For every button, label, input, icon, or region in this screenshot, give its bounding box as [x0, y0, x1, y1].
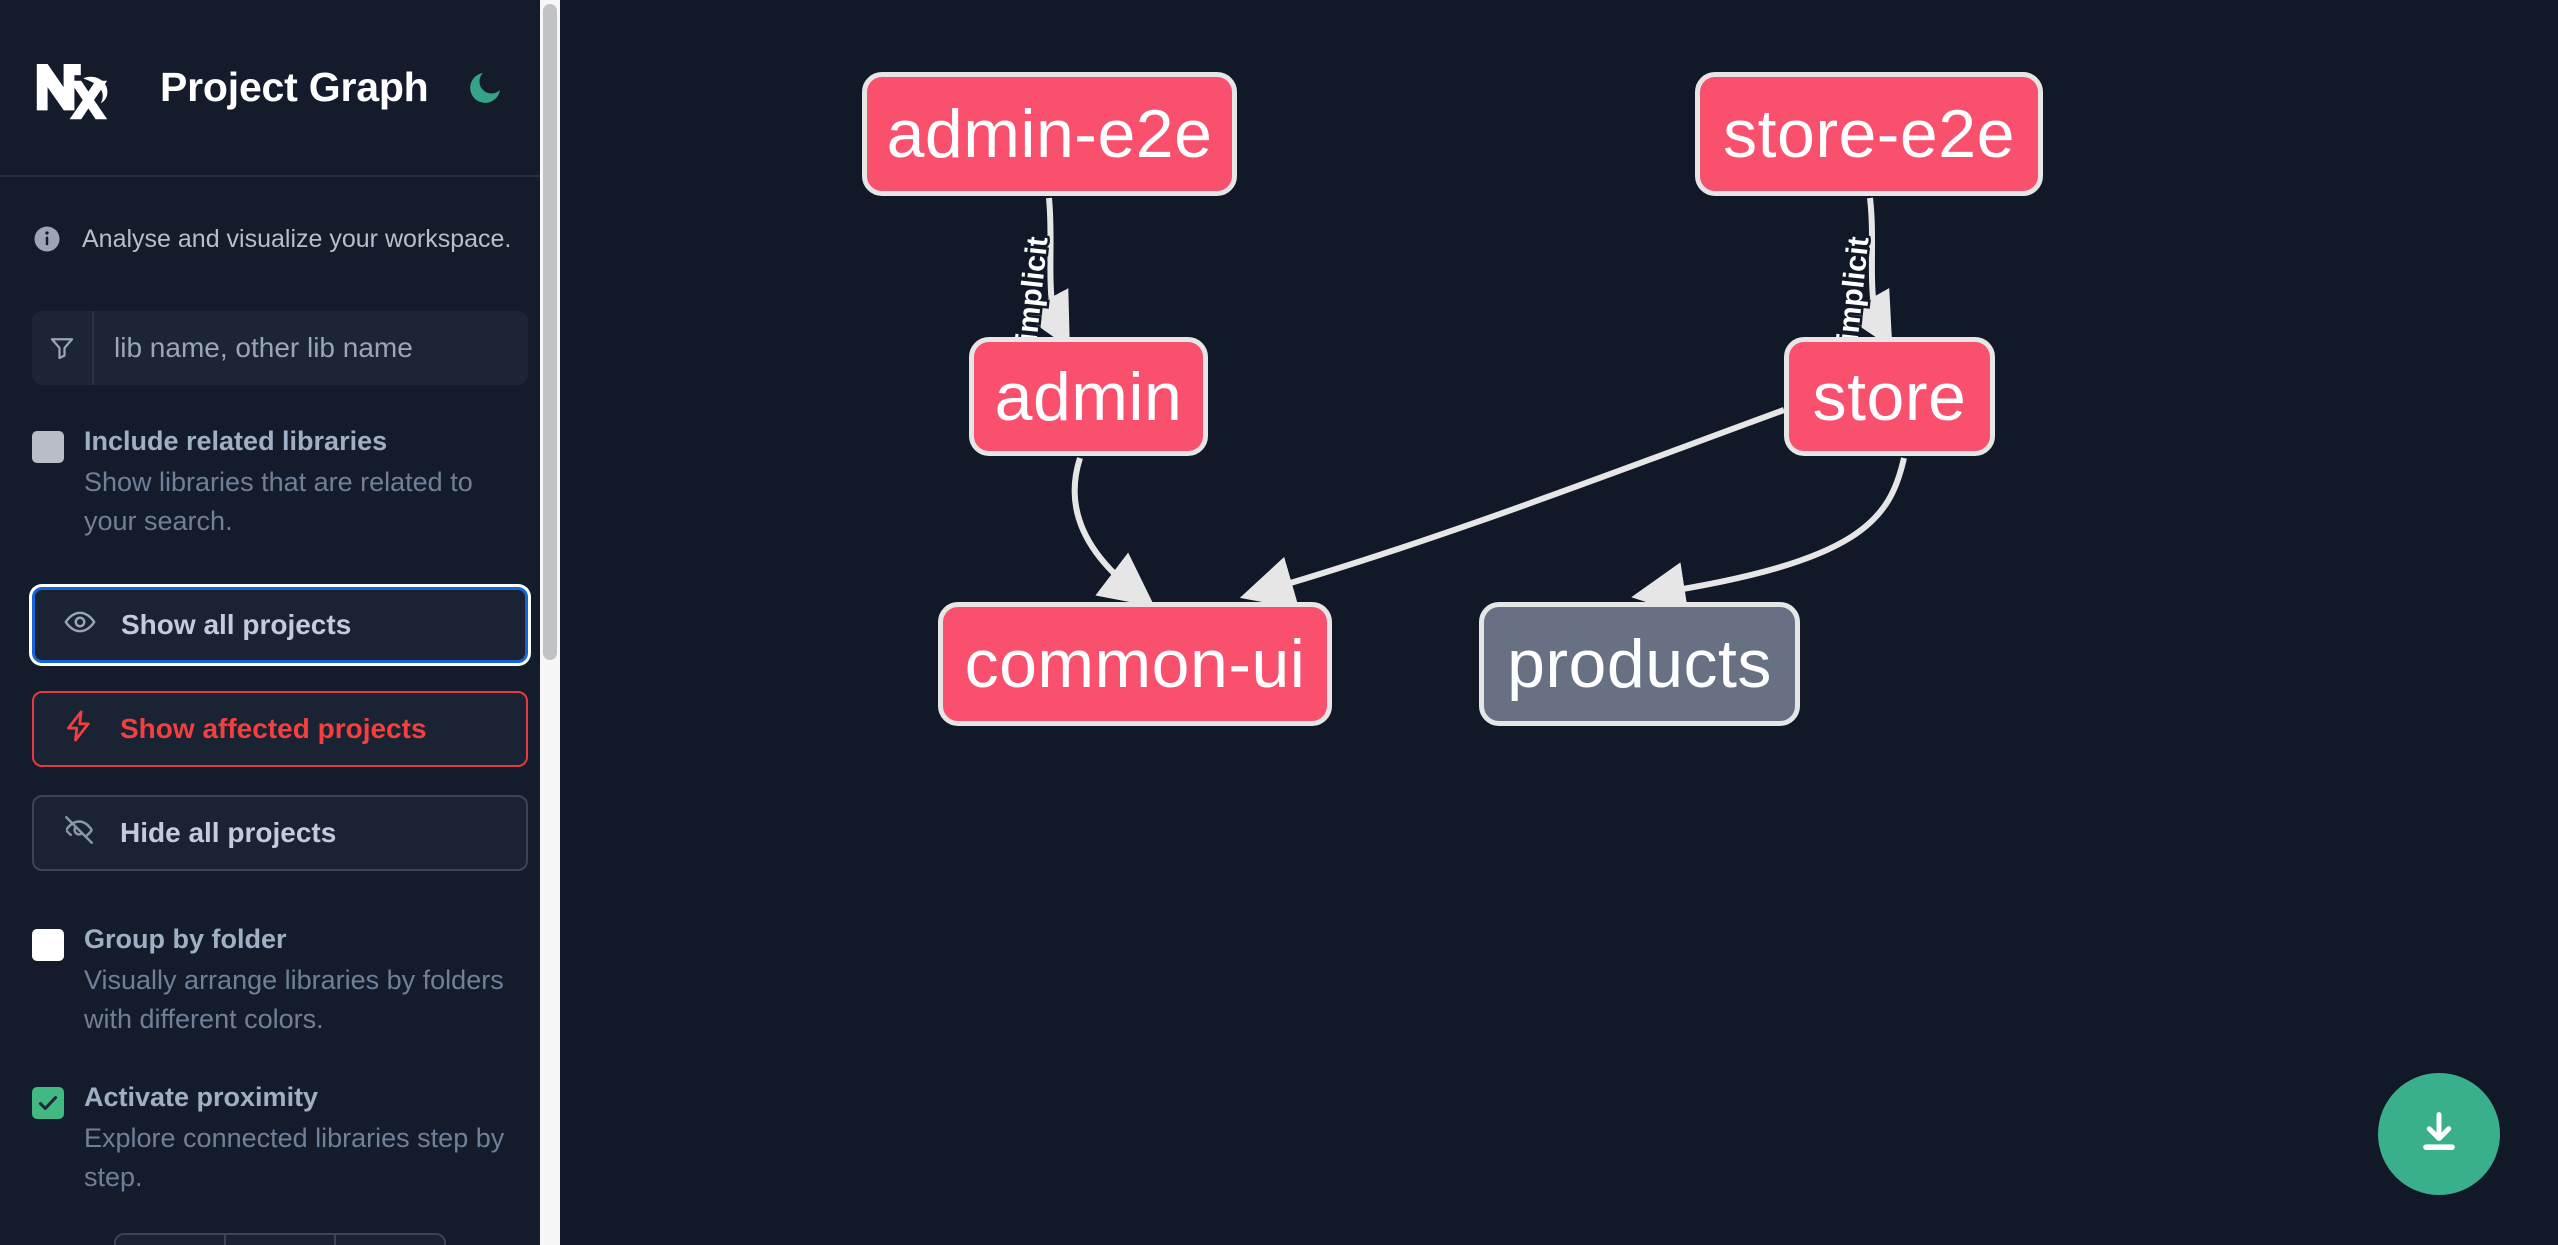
- checkbox-activate-proximity-desc: Explore connected libraries step by step…: [84, 1122, 505, 1192]
- show-all-projects-label: Show all projects: [121, 609, 352, 641]
- workspace-hint: Analyse and visualize your workspace.: [32, 219, 528, 259]
- info-icon: [32, 224, 62, 254]
- workspace-hint-text: Analyse and visualize your workspace.: [82, 224, 512, 253]
- nx-logo-icon: [32, 53, 128, 123]
- download-icon: [2413, 1106, 2465, 1163]
- graph-node-store-e2e[interactable]: store-e2e: [1695, 72, 2043, 196]
- show-affected-projects-button[interactable]: Show affected projects: [32, 691, 528, 768]
- checkbox-include-related-libraries-desc: Show libraries that are related to your …: [84, 466, 473, 536]
- moon-icon[interactable]: [461, 64, 509, 112]
- edge-store-e2e-store: [1842, 197, 1893, 349]
- funnel-icon: [32, 311, 94, 385]
- sidebar-body: Analyse and visualize your workspace. In…: [0, 219, 560, 1197]
- graph-node-admin[interactable]: admin: [969, 337, 1208, 456]
- graph-canvas[interactable]: implicit implicit admin-e2e store-e2e ad…: [560, 0, 2558, 1245]
- graph-node-store[interactable]: store: [1784, 337, 1995, 456]
- edge-admin-common-ui: [1071, 457, 1155, 607]
- hide-all-projects-button[interactable]: Hide all projects: [32, 795, 528, 872]
- checkbox-group-by-folder-desc: Visually arrange libraries by folders wi…: [84, 964, 504, 1034]
- proximity-step-decrease[interactable]: [116, 1235, 226, 1245]
- page-title: Project Graph: [160, 64, 429, 110]
- eye-off-icon: [62, 813, 96, 854]
- graph-node-products-label: products: [1507, 626, 1772, 702]
- proximity-step-value[interactable]: [226, 1235, 336, 1245]
- graph-node-common-ui-label: common-ui: [964, 626, 1306, 702]
- eye-icon: [63, 605, 97, 646]
- proximity-step-control[interactable]: [114, 1233, 446, 1245]
- sidebar-scrollbar-thumb[interactable]: [543, 4, 557, 660]
- edge-admin-e2e-admin: [1020, 197, 1070, 349]
- edge-label-implicit-admin: implicit: [1011, 235, 1055, 343]
- graph-node-store-label: store: [1812, 358, 1967, 435]
- proximity-step-increase[interactable]: [336, 1235, 444, 1245]
- checkbox-activate-proximity-label: Activate proximity: [84, 1082, 319, 1113]
- checkbox-include-related-libraries-box[interactable]: [32, 431, 64, 463]
- graph-node-admin-e2e[interactable]: admin-e2e: [862, 72, 1237, 196]
- graph-node-store-e2e-label: store-e2e: [1723, 96, 2015, 172]
- checkbox-group-by-folder[interactable]: Group by folder Visually arrange librari…: [32, 923, 528, 1039]
- checkbox-group-by-folder-box[interactable]: [32, 929, 64, 962]
- visibility-button-group: Show all projects Show affected projects: [32, 587, 528, 872]
- checkbox-include-related-libraries-label: Include related libraries: [84, 426, 388, 456]
- checkbox-activate-proximity-box[interactable]: [32, 1087, 64, 1120]
- sidebar-header: Project Graph: [0, 0, 560, 177]
- show-affected-projects-label: Show affected projects: [120, 713, 427, 745]
- graph-node-products[interactable]: products: [1479, 602, 1800, 726]
- edge-store-common-ui: [1239, 407, 1786, 609]
- lightning-bolt-icon: [62, 709, 96, 750]
- hide-all-projects-label: Hide all projects: [120, 817, 337, 849]
- checkbox-activate-proximity[interactable]: Activate proximity Explore connected lib…: [32, 1081, 528, 1197]
- graph-node-admin-label: admin: [994, 358, 1183, 435]
- checkbox-group-by-folder-label: Group by folder: [84, 924, 287, 955]
- show-all-projects-button[interactable]: Show all projects: [32, 587, 528, 664]
- sidebar-scrollbar[interactable]: [540, 0, 560, 1245]
- search-input[interactable]: [94, 311, 528, 385]
- edge-label-implicit-store: implicit: [1832, 235, 1876, 343]
- checkbox-include-related-libraries[interactable]: Include related libraries Show libraries…: [32, 425, 528, 541]
- graph-node-admin-e2e-label: admin-e2e: [886, 96, 1213, 172]
- graph-node-common-ui[interactable]: common-ui: [938, 602, 1332, 726]
- edge-store-products: [1631, 457, 1907, 616]
- sidebar: Project Graph Analyse and visualize your…: [0, 0, 560, 1245]
- filter-box: [32, 311, 528, 385]
- download-graph-button[interactable]: [2378, 1073, 2500, 1195]
